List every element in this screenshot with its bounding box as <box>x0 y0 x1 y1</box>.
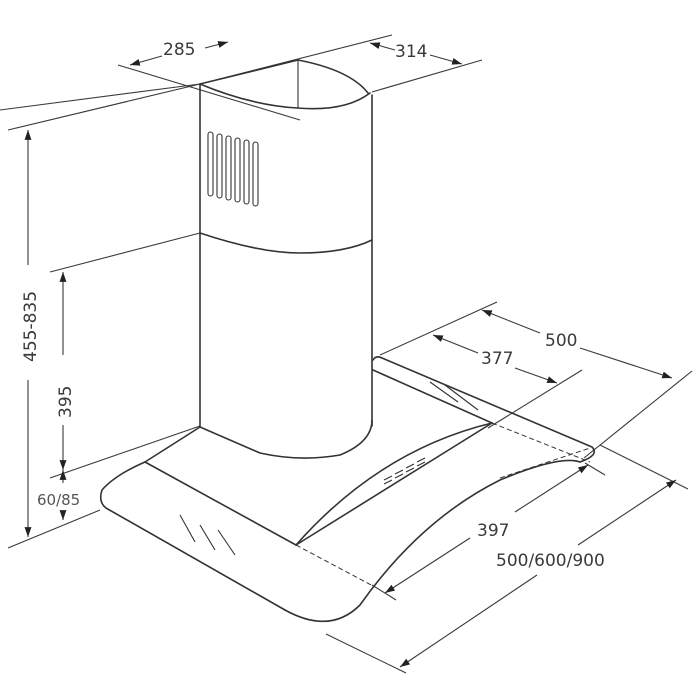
chimney <box>199 59 373 459</box>
dim-label-canopy-height: 60/85 <box>37 491 80 509</box>
extension-lines <box>0 34 693 674</box>
dim-label-chimney-width: 285 <box>163 40 195 60</box>
vent-slots-icon <box>207 131 259 207</box>
control-buttons-icon <box>383 457 426 485</box>
dim-label-canopy-depth: 500 <box>545 331 577 351</box>
dim-label-glass-width: 397 <box>477 521 509 541</box>
dim-label-chimney-lower-height: 395 <box>56 386 76 418</box>
dimension-lines <box>24 41 677 668</box>
dim-label-glass-depth: 377 <box>481 349 513 369</box>
dim-label-chimney-depth: 314 <box>395 42 427 62</box>
dim-label-total-height: 455-835 <box>21 291 41 362</box>
glass-reflection-icon <box>179 381 479 556</box>
canopy <box>99 356 596 623</box>
dim-label-canopy-width: 500/600/900 <box>496 551 605 571</box>
